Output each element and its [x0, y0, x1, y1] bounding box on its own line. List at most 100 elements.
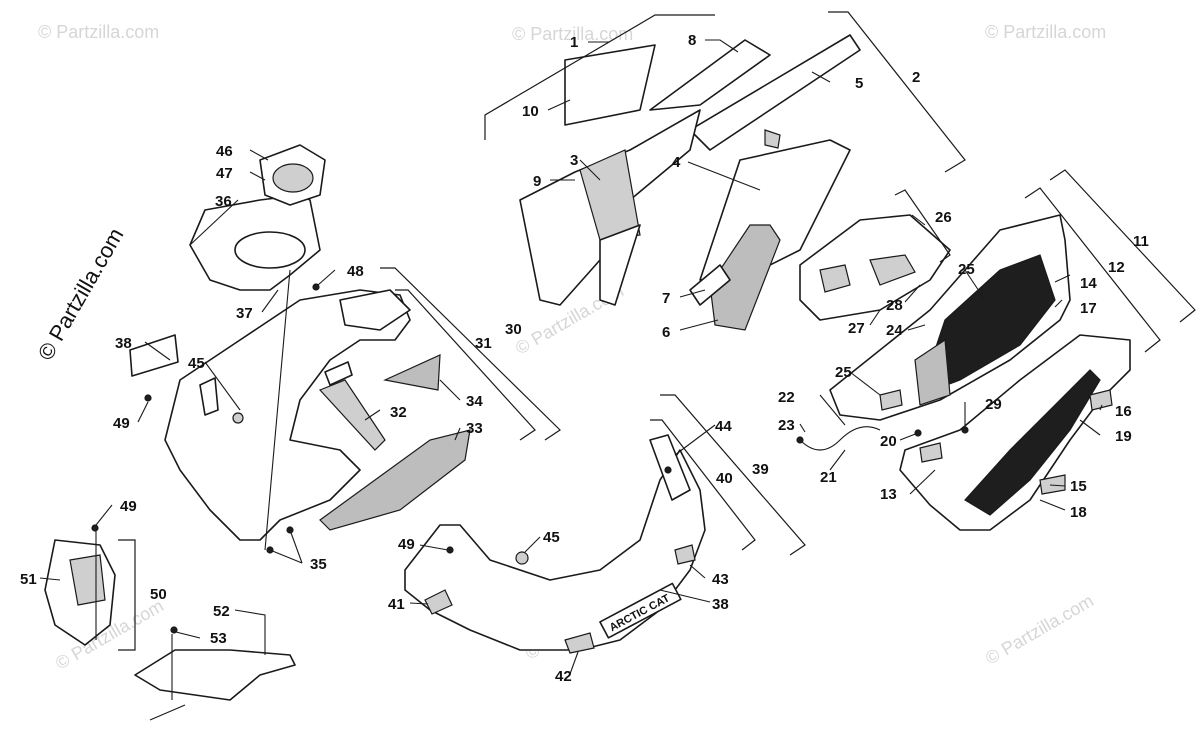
- windshield-trim: [649, 39, 771, 111]
- bracket-39: [660, 394, 806, 556]
- headlight-strip: [689, 34, 861, 151]
- callout-15: 15: [1070, 478, 1087, 495]
- callout-50: 50: [150, 586, 167, 603]
- leader-lines: [39, 39, 1103, 700]
- fastener-48: [312, 283, 320, 291]
- watermark: © Partzilla.com: [38, 22, 159, 42]
- steering-post-cover: [318, 379, 386, 451]
- pan-vent: [674, 544, 696, 565]
- belly-pan-nose: [339, 289, 411, 331]
- callout-41: 41: [388, 596, 405, 613]
- callout-25a: 25: [958, 261, 975, 278]
- bracket-40: [650, 419, 756, 551]
- callout-49b: 49: [398, 536, 415, 553]
- callout-40: 40: [716, 470, 733, 487]
- callout-34: 34: [466, 393, 483, 410]
- side-mesh-panel: [319, 429, 471, 531]
- callout-30: 30: [505, 321, 522, 338]
- watermark: © Partzilla.com: [985, 22, 1106, 42]
- harness-connector: [796, 436, 804, 444]
- harness-wire: [799, 426, 881, 451]
- bottom-dash: [149, 704, 186, 721]
- callout-33: 33: [466, 420, 483, 437]
- triangle-mesh-34: [383, 354, 441, 391]
- callout-22: 22: [778, 389, 795, 406]
- fastener-49: [144, 394, 152, 402]
- bracket-26: [894, 189, 951, 263]
- callout-42: 42: [555, 668, 572, 685]
- bracket-11: [1049, 169, 1196, 323]
- lower-nose-vent: [1089, 389, 1113, 411]
- callout-52: 52: [213, 603, 230, 620]
- strip-clip: [764, 129, 781, 149]
- windshield-assembly: [519, 34, 861, 331]
- callout-13: 13: [880, 486, 897, 503]
- callout-32: 32: [390, 404, 407, 421]
- side-decal-38: [129, 334, 179, 377]
- decal-plate: [599, 582, 682, 639]
- lower-belly-pan: [404, 449, 706, 651]
- callout-26: 26: [935, 209, 952, 226]
- callout-11: 11: [1133, 233, 1149, 250]
- callout-14: 14: [1080, 275, 1097, 292]
- side-bracket-45: [199, 377, 219, 416]
- callout-10: 10: [522, 103, 539, 120]
- headlight-lens: [819, 264, 851, 293]
- callout-46: 46: [216, 143, 233, 160]
- callout-23: 23: [778, 417, 795, 434]
- fastener-44: [664, 466, 672, 474]
- callout-labels: 1 2 3 4 5 6 7 8 9 10 11 12 13 14 15 16 1…: [20, 32, 1149, 685]
- grommet-45: [232, 412, 244, 424]
- callout-38b: 38: [712, 596, 729, 613]
- bracket-2: [828, 11, 966, 173]
- callout-49a: 49: [113, 415, 130, 432]
- callout-44: 44: [715, 418, 732, 435]
- nose-cone: [829, 214, 1131, 531]
- lower-nose-vent: [919, 442, 943, 463]
- bottom-panel: [134, 649, 296, 701]
- fastener-53: [170, 626, 178, 634]
- callout-7: 7: [662, 290, 670, 307]
- pan-vent: [564, 632, 595, 654]
- upper-nose-vent: [879, 389, 903, 411]
- watermark: © Partzilla.com: [982, 590, 1097, 668]
- callout-51: 51: [20, 571, 37, 588]
- callout-21: 21: [820, 469, 837, 486]
- bracket-31: [395, 289, 536, 441]
- mesh-bracket: [689, 264, 731, 306]
- bottom-panel-assembly: [134, 626, 296, 721]
- callout-48: 48: [347, 263, 364, 280]
- hood-side-decal: [579, 149, 641, 241]
- callout-37: 37: [236, 305, 253, 322]
- bracket-30: [380, 267, 561, 441]
- callout-39: 39: [752, 461, 769, 478]
- windshield-decal: [564, 44, 656, 126]
- lower-nose: [899, 334, 1131, 531]
- group-brackets: [118, 11, 1196, 651]
- callout-47: 47: [216, 165, 233, 182]
- callout-5: 5: [855, 75, 863, 92]
- callout-24: 24: [886, 322, 903, 339]
- pan-vent: [424, 589, 453, 615]
- callout-20: 20: [880, 433, 897, 450]
- lower-nose-vent: [1039, 474, 1066, 495]
- side-panel-assembly: [129, 283, 471, 554]
- fastener-29: [961, 426, 969, 434]
- side-vent-assembly: [44, 524, 116, 646]
- callout-16: 16: [1115, 403, 1132, 420]
- callout-45b: 45: [543, 529, 560, 546]
- callout-35: 35: [310, 556, 327, 573]
- top-cover-opening: [234, 231, 306, 269]
- callout-36: 36: [215, 193, 232, 210]
- intake-gasket-hole: [272, 163, 314, 193]
- callout-9: 9: [533, 173, 541, 190]
- steering-post-top: [324, 361, 353, 386]
- callout-28: 28: [886, 297, 903, 314]
- callout-1: 1: [570, 34, 578, 51]
- air-intake-assembly: [189, 144, 326, 291]
- callout-43: 43: [712, 571, 729, 588]
- lower-pan-assembly: ARCTIC CAT: [404, 434, 706, 654]
- headlight-bulb: [869, 254, 916, 286]
